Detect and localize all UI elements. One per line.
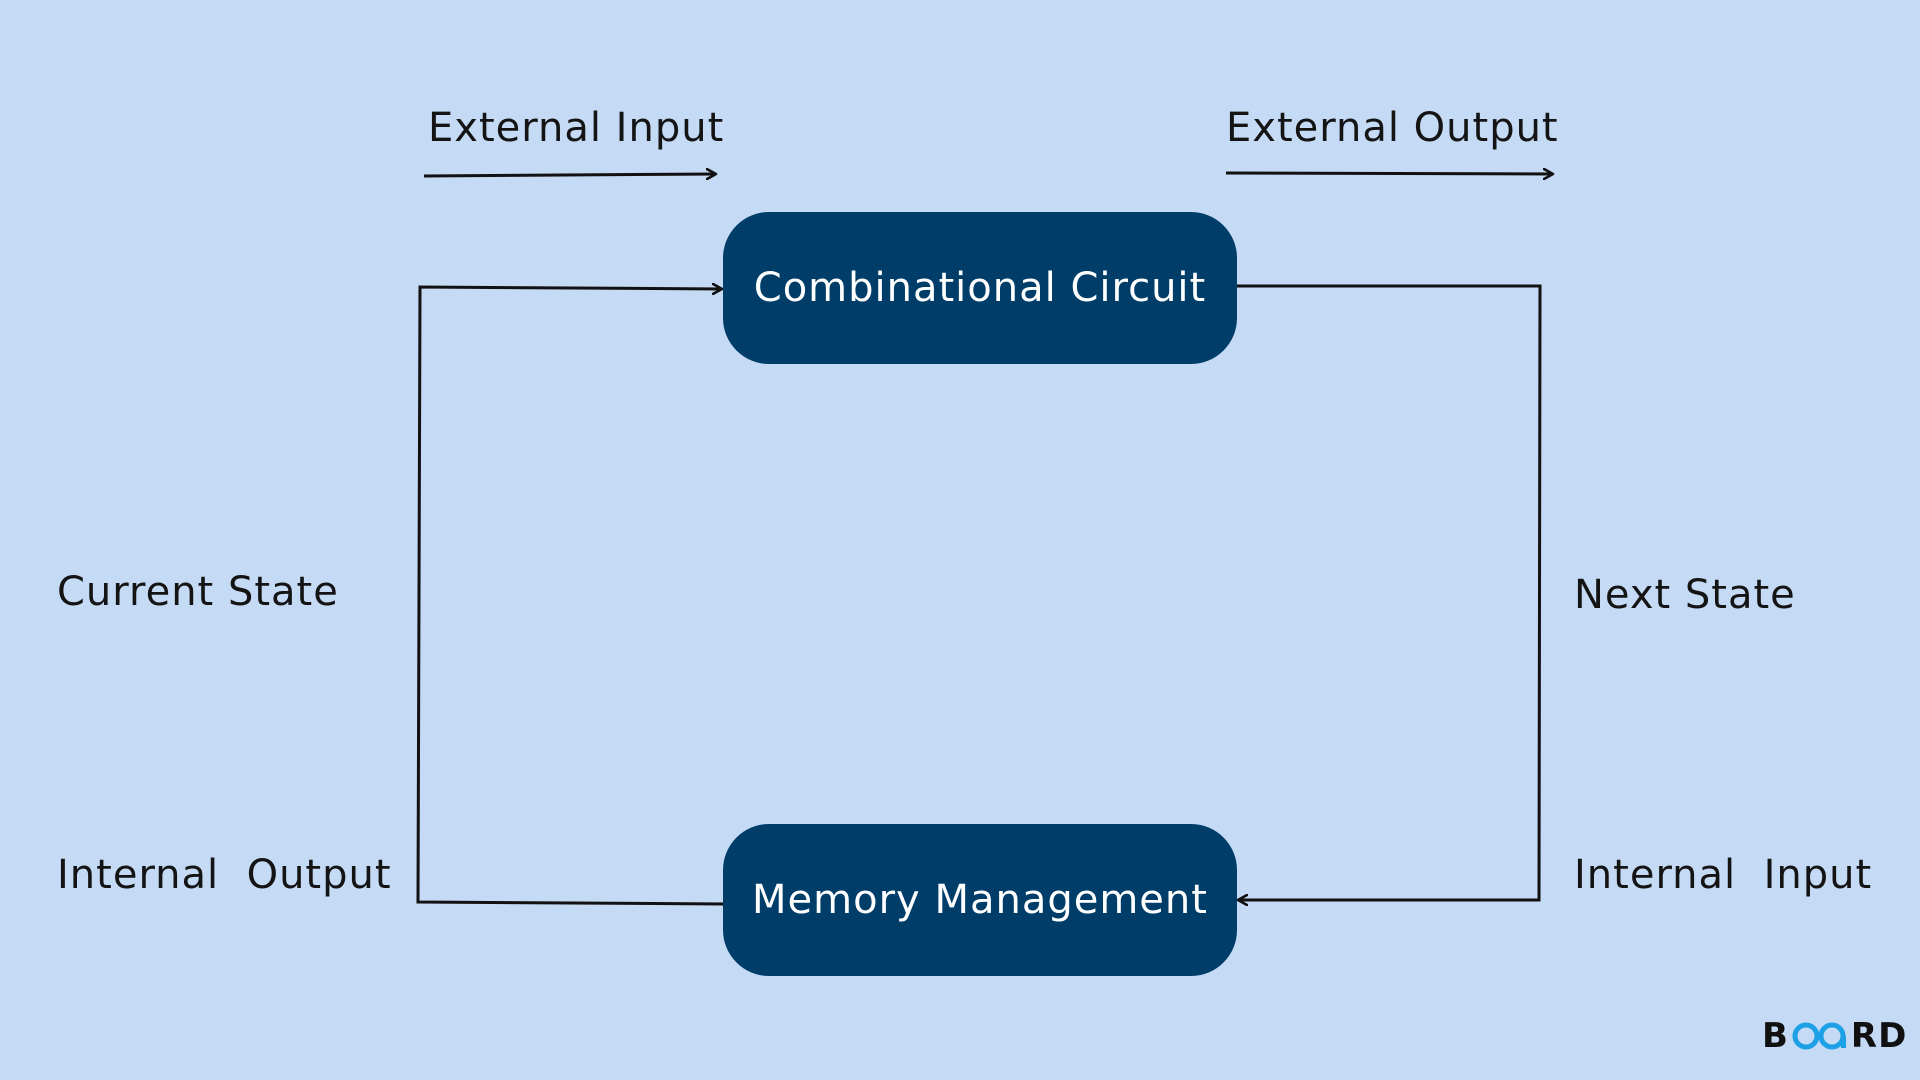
logo-prefix: B bbox=[1762, 1016, 1789, 1056]
external-input-label: External Input bbox=[428, 105, 725, 151]
infinity-icon bbox=[1792, 1022, 1846, 1050]
next-state-line bbox=[1236, 284, 1542, 900]
board-logo: B RD bbox=[1762, 1016, 1907, 1056]
external-output-arrow bbox=[1225, 173, 1553, 174]
external-input-arrow bbox=[423, 174, 716, 176]
internal-output-label: Internal Output bbox=[57, 852, 392, 898]
current-state-feedback-line bbox=[416, 287, 725, 906]
memory-management-node: Memory Management bbox=[723, 824, 1237, 976]
logo-suffix: RD bbox=[1850, 1016, 1908, 1056]
next-state-label: Next State bbox=[1574, 572, 1796, 618]
current-state-label: Current State bbox=[57, 569, 339, 615]
external-output-label: External Output bbox=[1226, 105, 1559, 151]
combinational-circuit-node: Combinational Circuit bbox=[723, 212, 1237, 364]
internal-input-label: Internal Input bbox=[1574, 852, 1873, 898]
